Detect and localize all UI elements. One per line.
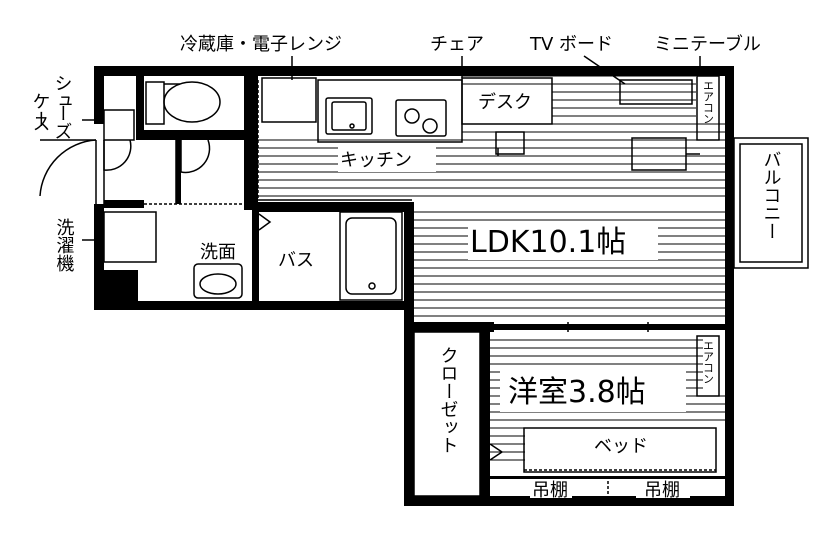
- label-aircon-ldk: エアコン: [702, 80, 715, 124]
- label-washer: 洗濯機: [54, 218, 75, 273]
- label-shoe-case-4: ス: [30, 114, 51, 132]
- label-shoe-case-2: ーズ: [52, 104, 73, 140]
- label-kitchen: キッチン: [340, 150, 412, 171]
- label-desk: デスク: [478, 92, 532, 113]
- walls: [94, 66, 734, 506]
- label-balcony: バルコニー: [761, 150, 782, 240]
- label-shelf-right: 吊棚: [644, 480, 680, 501]
- label-ldk: LDK10.1帖: [470, 225, 626, 260]
- label-washroom: 洗面: [200, 242, 236, 263]
- label-mini-table: ミニテーブル: [654, 33, 761, 55]
- label-western-room: 洋室3.8帖: [508, 375, 646, 410]
- label-tv-board: TV ボード: [529, 34, 613, 55]
- label-fridge-range: 冷蔵庫・電子レンジ: [180, 34, 342, 55]
- label-closet: クローゼット: [438, 346, 459, 454]
- label-shoe-case-3: ケー: [30, 92, 51, 128]
- label-shoe-case-1: シュ: [52, 74, 73, 110]
- label-chair: チェア: [430, 34, 484, 55]
- label-shelf-left: 吊棚: [532, 480, 568, 501]
- label-aircon-western: エアコン: [702, 340, 715, 384]
- label-bed: ベッド: [594, 436, 648, 457]
- label-bath: バス: [278, 250, 314, 271]
- thin-lines: [39, 55, 809, 500]
